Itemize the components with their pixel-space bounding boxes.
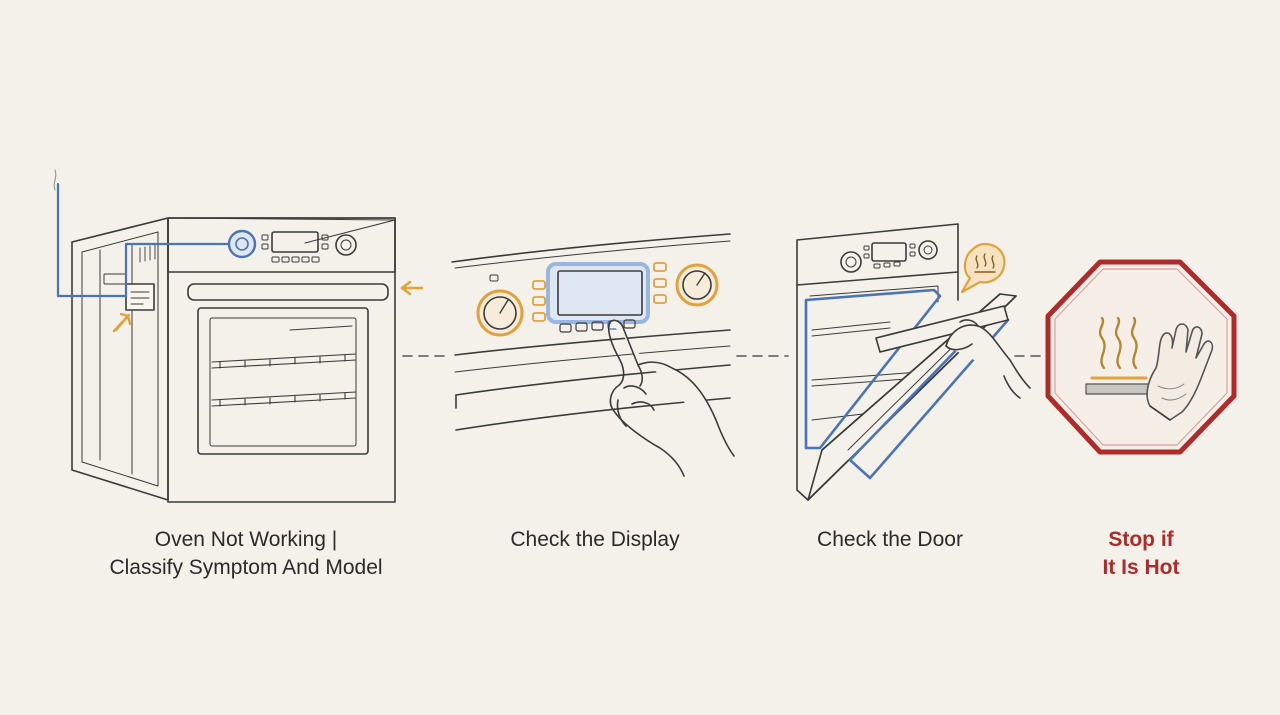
hot-warning-octagon-icon bbox=[1045, 259, 1237, 455]
caption-door: Check the Door bbox=[790, 526, 990, 554]
caption-hot-warning: Stop if It Is Hot bbox=[1076, 526, 1206, 582]
caption-door-line1: Check the Door bbox=[817, 528, 963, 551]
caption-display-line1: Check the Display bbox=[510, 528, 680, 551]
oven-with-model-label-icon bbox=[53, 169, 424, 503]
caption-hot-line1: Stop if bbox=[1108, 528, 1174, 551]
caption-symptom: Oven Not Working | Classify Symptom And … bbox=[94, 526, 398, 582]
oven-open-door-icon bbox=[796, 223, 1031, 501]
caption-hot-line2: It Is Hot bbox=[1102, 556, 1180, 579]
caption-symptom-line1: Oven Not Working | bbox=[154, 528, 338, 551]
caption-symptom-line2: Classify Symptom And Model bbox=[109, 556, 383, 579]
caption-display: Check the Display bbox=[490, 526, 700, 554]
control-panel-touch-icon bbox=[451, 233, 735, 477]
